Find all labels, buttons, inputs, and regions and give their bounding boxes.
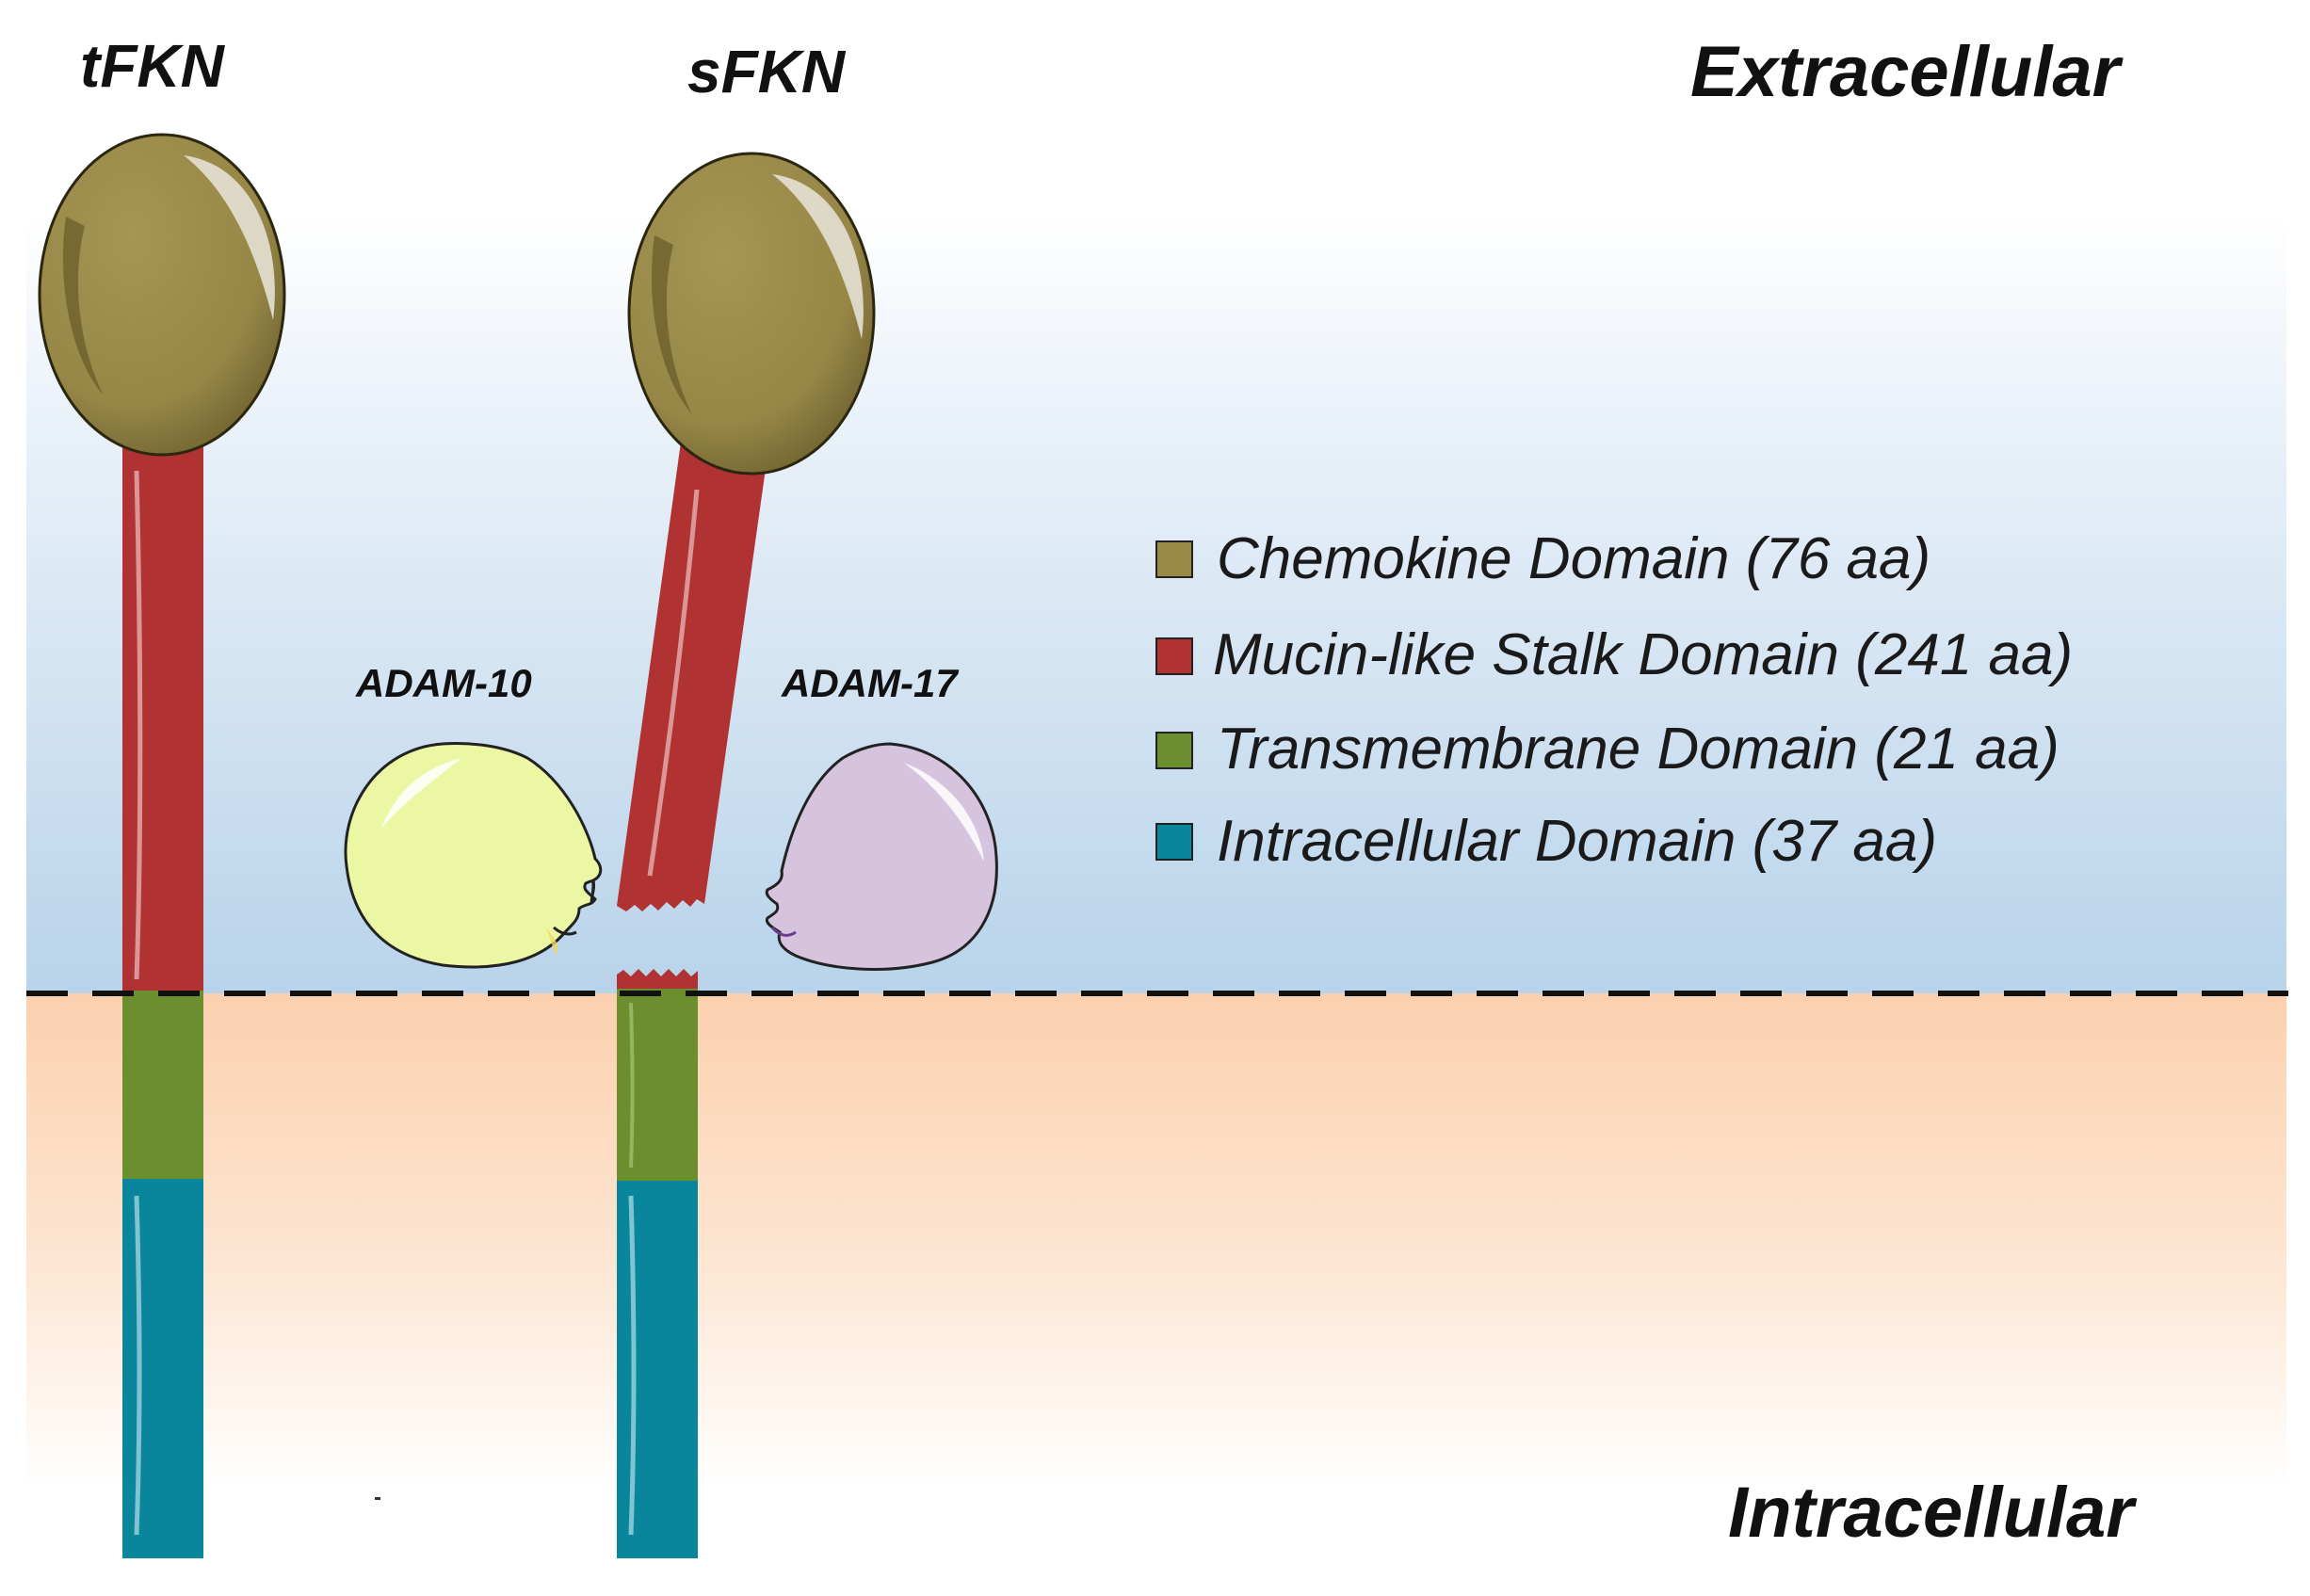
sfkn-transmembrane-domain xyxy=(617,989,698,1181)
legend-swatch-stalk xyxy=(1155,637,1193,675)
tfkn-chemokine-head xyxy=(38,133,286,457)
adam17-label: ADAM-17 xyxy=(781,661,959,705)
sfkn-intracellular-domain xyxy=(617,1179,698,1558)
legend-item-transmembrane: Transmembrane Domain (21 aa) xyxy=(1155,717,2060,782)
legend-swatch-chemokine xyxy=(1155,540,1193,578)
legend-label-chemokine: Chemokine Domain (76 aa) xyxy=(1217,526,1930,591)
adam10-enzyme xyxy=(344,742,603,969)
sfkn-stalk-remnant xyxy=(617,969,698,989)
sfkn-chemokine-head xyxy=(627,152,876,476)
legend-item-stalk: Mucin-like Stalk Domain (241 aa) xyxy=(1155,622,2073,687)
legend: Chemokine Domain (76 aa) Mucin-like Stal… xyxy=(1155,526,2073,874)
extracellular-label: Extracellular xyxy=(1690,32,2124,112)
legend-swatch-intracellular xyxy=(1155,823,1193,861)
legend-swatch-transmembrane xyxy=(1155,732,1193,769)
sfkn-label: sFKN xyxy=(687,38,847,105)
tfkn-transmembrane-domain xyxy=(122,989,203,1179)
sfkn-released-stalk xyxy=(617,428,770,911)
tfkn-molecule xyxy=(38,133,286,1558)
sfkn-molecule xyxy=(617,152,876,1558)
legend-label-stalk: Mucin-like Stalk Domain (241 aa) xyxy=(1213,622,2073,687)
tfkn-label: tFKN xyxy=(80,32,226,100)
adam17-enzyme xyxy=(765,742,998,971)
legend-item-intracellular: Intracellular Domain (37 aa) xyxy=(1155,809,1937,874)
intracellular-region xyxy=(26,993,2286,1488)
intracellular-label: Intracellular xyxy=(1728,1473,2138,1553)
tfkn-intracellular-domain xyxy=(122,1177,203,1558)
legend-label-intracellular: Intracellular Domain (37 aa) xyxy=(1217,809,1937,874)
legend-label-transmembrane: Transmembrane Domain (21 aa) xyxy=(1217,717,2060,782)
tfkn-stalk-domain xyxy=(122,443,203,991)
adam10-label: ADAM-10 xyxy=(355,661,532,705)
legend-item-chemokine: Chemokine Domain (76 aa) xyxy=(1155,526,1930,591)
